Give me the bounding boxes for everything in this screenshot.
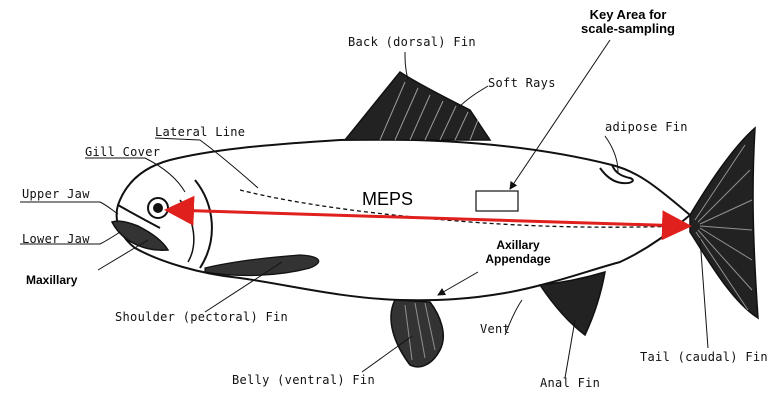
gill-cover-curve: [195, 180, 212, 268]
pupil: [153, 203, 163, 213]
dorsal-fin: [345, 72, 490, 140]
leader-key-area: [510, 40, 610, 189]
meps-arrow: [170, 210, 686, 226]
shoulder-pectoral-fin-label: Shoulder (pectoral) Fin: [115, 310, 288, 324]
leader-maxillary: [98, 240, 148, 270]
meps-label: MEPS: [362, 189, 413, 210]
lower-jaw-label: Lower Jaw: [22, 232, 90, 246]
leader-upper-jaw: [20, 202, 118, 214]
axillary-line1: Axillary: [478, 238, 558, 252]
maxillary-label: Maxillary: [26, 273, 77, 287]
axillary-line2: Appendage: [478, 252, 558, 266]
soft-rays-label: Soft Rays: [488, 76, 556, 90]
lateral-line-label: Lateral Line: [155, 125, 245, 139]
key-area-label: Key Area for scale-sampling: [568, 8, 688, 36]
key-area-line1: Key Area for: [568, 8, 688, 22]
pectoral-fin: [205, 255, 319, 275]
belly-ventral-fin-label: Belly (ventral) Fin: [232, 373, 375, 387]
gill-cover-label: Gill Cover: [85, 145, 160, 159]
axillary-appendage-label: Axillary Appendage: [478, 238, 558, 266]
anal-fin: [540, 272, 605, 335]
adipose-fin-label: adipose Fin: [605, 120, 688, 134]
ventral-fin: [391, 300, 443, 367]
lateral-line: [240, 190, 680, 227]
leader-axillary: [438, 272, 478, 295]
caudal-fin: [690, 128, 758, 318]
lower-jaw-shape: [112, 221, 168, 250]
vent-label: Vent: [480, 322, 510, 336]
leader-anal-fin: [565, 320, 575, 378]
scale-sampling-box: [476, 191, 518, 211]
key-area-line2: scale-sampling: [568, 22, 688, 36]
leader-gill-cover: [85, 158, 185, 192]
back-dorsal-fin-label: Back (dorsal) Fin: [348, 35, 476, 49]
tail-caudal-fin-label: Tail (caudal) Fin: [640, 350, 768, 364]
upper-jaw-label: Upper Jaw: [22, 187, 90, 201]
leader-soft-rays: [458, 86, 488, 108]
adipose-fin: [600, 165, 633, 183]
anal-fin-label: Anal Fin: [540, 376, 600, 390]
leader-lateral-line: [155, 138, 258, 188]
